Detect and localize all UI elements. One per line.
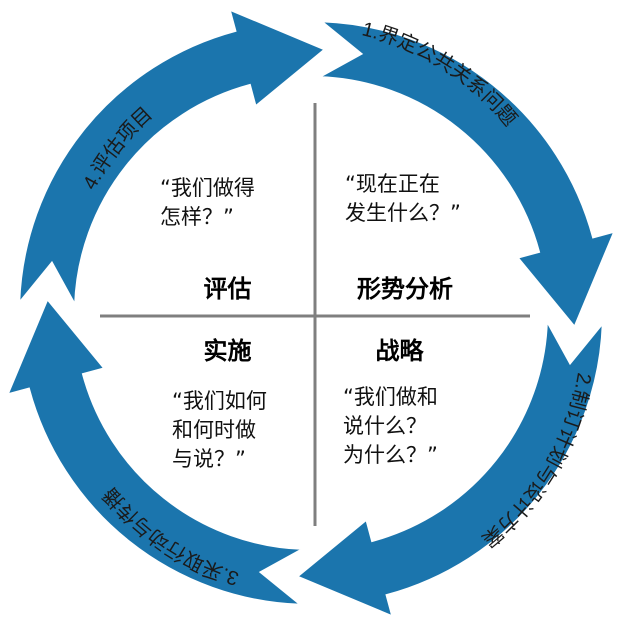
quadrant-top-right-question: “现在正在 发生什么？” xyxy=(345,172,461,225)
ring-arrow-segment-1 xyxy=(315,20,617,329)
quadrant-bottom-left-title: 实施 xyxy=(203,337,252,365)
quadrant-bottom-left-question: “我们如何 和何时做 与说？” xyxy=(172,389,267,471)
ring-arrow-segment-3 xyxy=(5,297,307,606)
quadrant-top-left-question: “我们做得 怎样？” xyxy=(160,176,255,229)
quadrant-bottom-right-title: 战略 xyxy=(375,337,424,365)
ring-arrow-segment-4 xyxy=(18,7,327,309)
quadrant-top-left-title: 评估 xyxy=(203,275,252,303)
ring-arrow-segment-2 xyxy=(295,317,604,619)
quadrant-bottom-right-question: “我们做和 说什么？ 为什么？” xyxy=(343,385,438,467)
quadrant-top-right-title: 形势分析 xyxy=(357,275,453,303)
ring-arrows xyxy=(5,7,617,619)
